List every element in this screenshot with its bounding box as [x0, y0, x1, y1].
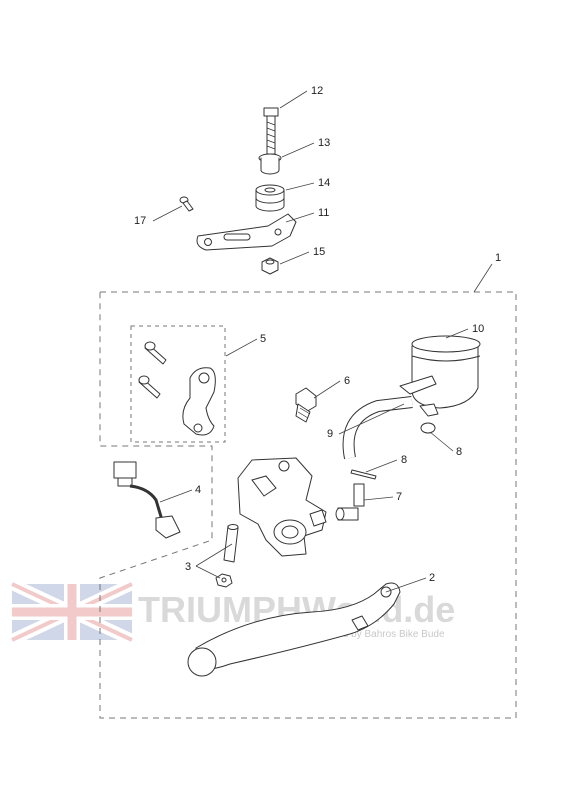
bolt-part-12 [263, 107, 279, 155]
callout-13: 13 [318, 137, 330, 149]
watermark-flag-icon [9, 578, 135, 646]
callout-12: 12 [311, 85, 323, 97]
callout-5: 5 [260, 333, 266, 345]
master-cylinder-body [237, 457, 327, 557]
fitting-part-6 [295, 387, 317, 423]
clamp-part-5 [138, 341, 216, 436]
callout-8-upper: 8 [456, 446, 462, 458]
callout-7: 7 [396, 491, 402, 503]
assembly-boundary [99, 291, 517, 719]
callout-10: 10 [472, 323, 484, 335]
callout-4: 4 [195, 484, 201, 496]
hose-part-9 [342, 396, 413, 460]
clip-part-8-upper [420, 422, 436, 434]
callout-15: 15 [313, 246, 325, 258]
screw-part-17 [179, 196, 194, 212]
bush-part-13 [258, 153, 282, 175]
callout-3: 3 [185, 561, 191, 573]
callout-11: 11 [318, 207, 329, 219]
callout-17: 17 [134, 215, 146, 227]
nut-part-15 [261, 257, 279, 275]
subassembly-boundary [130, 325, 226, 443]
callout-6: 6 [344, 375, 350, 387]
bracket-part-11 [196, 213, 297, 251]
clip-part-8-lower [350, 469, 377, 480]
leader-lines [152, 90, 493, 593]
callout-1: 1 [495, 252, 501, 264]
lever-part-2 [187, 582, 401, 677]
elbow-part-7 [335, 483, 365, 521]
pivot-pin-part-3 [215, 524, 239, 588]
callout-8-lower: 8 [401, 454, 407, 466]
reservoir-part-10 [399, 335, 481, 417]
callout-14: 14 [318, 177, 330, 189]
callout-9: 9 [327, 428, 333, 440]
callout-2: 2 [429, 572, 435, 584]
watermark-tagline: powered by Bahros Bike Bude [310, 629, 445, 640]
rubber-mount-part-14 [255, 184, 285, 212]
switch-part-4 [113, 461, 181, 539]
